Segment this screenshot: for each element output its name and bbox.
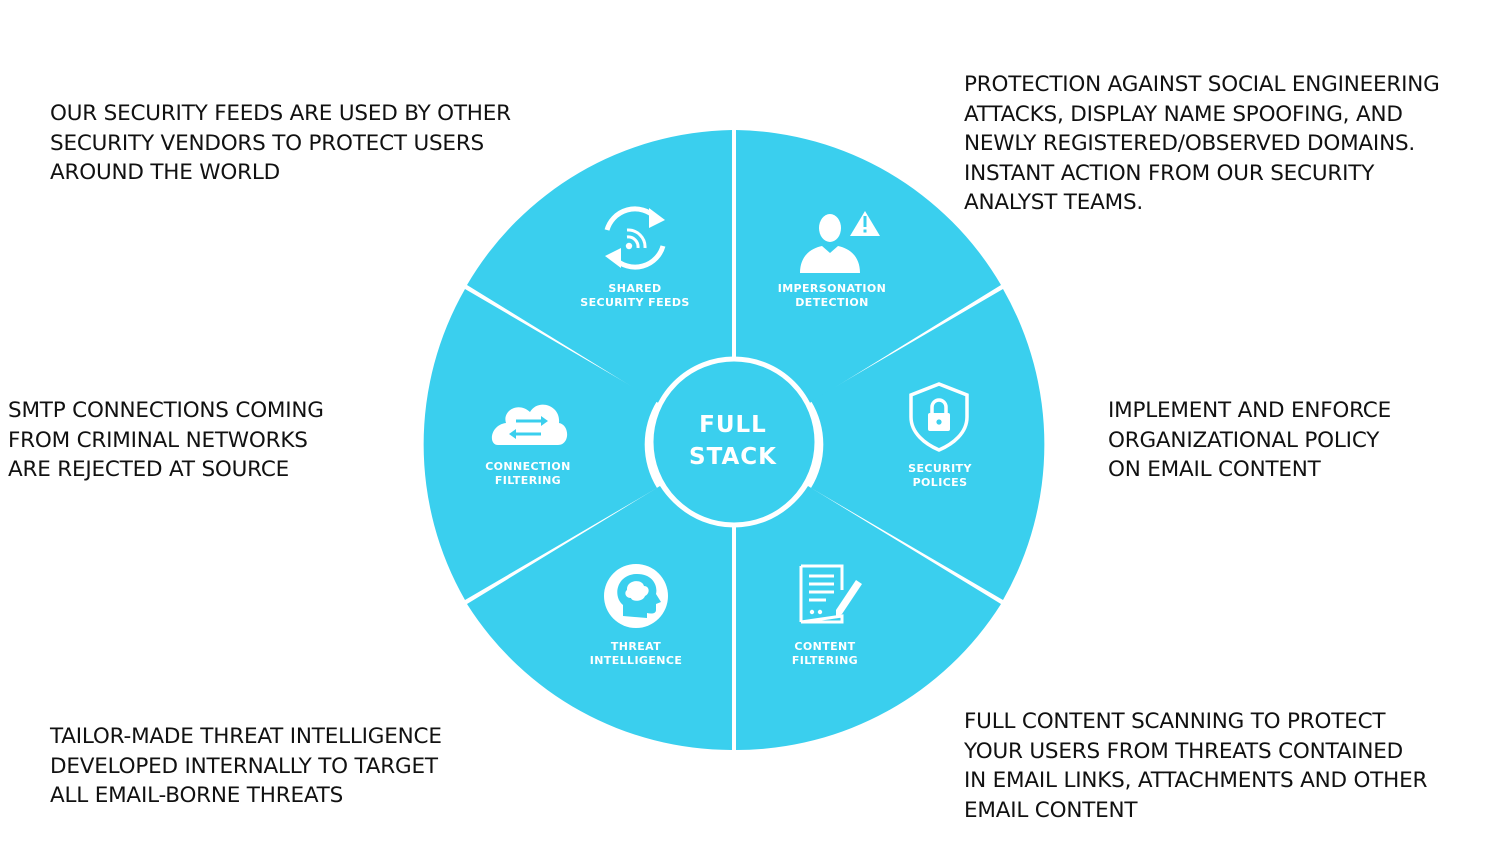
segment-threat-intelligence	[467, 486, 732, 751]
segment-label-line1: SHARED	[608, 282, 661, 295]
description-line: SMTP CONNECTIONS COMING	[8, 398, 324, 423]
segment-label-line1: CONNECTION	[485, 460, 571, 473]
center-hub	[648, 356, 820, 528]
description-line: EMAIL CONTENT	[964, 797, 1138, 823]
description-line: PROTECTION AGAINST SOCIAL ENGINEERING	[964, 72, 1440, 97]
segment-content-filtering	[736, 486, 1001, 751]
center-label-line2: STACK	[689, 444, 777, 470]
description-line: AROUND THE WORLD	[50, 160, 280, 185]
description-line: FROM CRIMINAL NETWORKS	[8, 427, 308, 453]
description-line: FULL CONTENT SCANNING TO PROTECT	[964, 709, 1386, 734]
center-label-line1: FULL	[699, 412, 767, 438]
cloud-arrows-icon	[491, 404, 568, 445]
segment-label-line2: FILTERING	[495, 474, 561, 487]
document-pen-icon	[799, 564, 862, 624]
description-line: SECURITY VENDORS TO PROTECT USERS	[50, 130, 485, 156]
threat-intel-description: TAILOR-MADE THREAT INTELLIGENCE DEVELOPE…	[50, 722, 442, 811]
policies-description: IMPLEMENT AND ENFORCE ORGANIZATIONAL POL…	[1108, 396, 1391, 485]
segment-shared-security-feeds	[467, 130, 732, 404]
impersonation-description: PROTECTION AGAINST SOCIAL ENGINEERING AT…	[964, 70, 1440, 218]
description-line: ALL EMAIL-BORNE THREATS	[50, 783, 344, 808]
segment-label-line1: THREAT	[611, 640, 661, 653]
segment-label-line2: SECURITY FEEDS	[580, 296, 690, 309]
description-line: ORGANIZATIONAL POLICY	[1108, 427, 1380, 453]
segment-label-line2: POLICES	[913, 476, 968, 489]
segment-impersonation-detection	[736, 130, 1001, 404]
shield-lock-icon	[909, 382, 969, 452]
segment-label-line1: SECURITY	[908, 462, 972, 475]
description-line: INSTANT ACTION FROM OUR SECURITY	[964, 160, 1375, 186]
connection-description: SMTP CONNECTIONS COMING FROM CRIMINAL NE…	[8, 396, 324, 485]
description-line: ON EMAIL CONTENT	[1108, 457, 1321, 482]
segment-label-line2: INTELLIGENCE	[590, 654, 683, 667]
description-line: IMPLEMENT AND ENFORCE	[1108, 398, 1392, 423]
description-line: TAILOR-MADE THREAT INTELLIGENCE	[50, 724, 442, 749]
refresh-rss-icon	[604, 206, 666, 270]
description-line: ATTACKS, DISPLAY NAME SPOOFING, AND	[964, 101, 1403, 127]
description-line: YOUR USERS FROM THREATS CONTAINED	[964, 738, 1404, 764]
description-line: DEVELOPED INTERNALLY TO TARGET	[50, 753, 438, 779]
head-brain-icon	[604, 564, 668, 628]
description-line: NEWLY REGISTERED/OBSERVED DOMAINS.	[964, 131, 1416, 156]
segment-label-line1: IMPERSONATION	[778, 282, 887, 295]
description-line: IN EMAIL LINKS, ATTACHMENTS AND OTHER	[964, 768, 1428, 793]
shared-feeds-description: OUR SECURITY FEEDS ARE USED BY OTHER SEC…	[50, 99, 511, 188]
description-line: OUR SECURITY FEEDS ARE USED BY OTHER	[50, 101, 511, 126]
description-line: ANALYST TEAMS.	[964, 190, 1144, 215]
content-filter-description: FULL CONTENT SCANNING TO PROTECT YOUR US…	[964, 707, 1427, 825]
segment-label-line1: CONTENT	[794, 640, 855, 653]
segment-label-line2: FILTERING	[792, 654, 858, 667]
description-line: ARE REJECTED AT SOURCE	[8, 457, 290, 482]
person-warning-icon	[800, 211, 880, 273]
segment-label-line2: DETECTION	[795, 296, 869, 309]
